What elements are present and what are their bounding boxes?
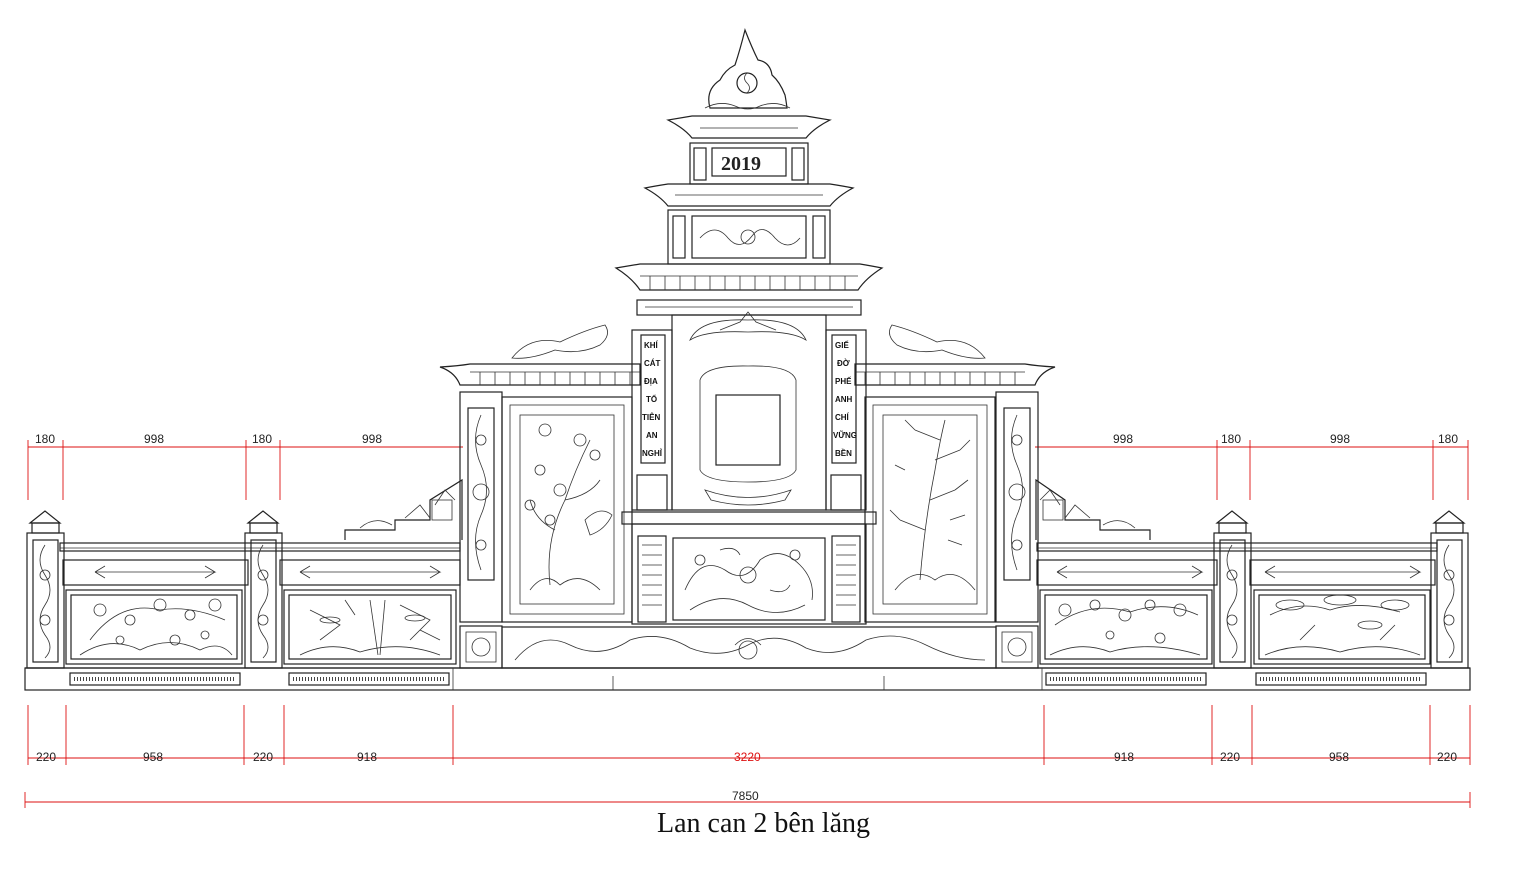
couplet-left-1: KHÍ: [644, 341, 659, 350]
ground-base: [24, 667, 1471, 691]
dim-top-2: 998: [144, 432, 164, 446]
blank-stele-plaque: [699, 365, 797, 483]
couplet-left-7: NGHỈ: [642, 449, 663, 458]
couplet-right-6: VỮNG: [833, 431, 857, 440]
couplet-right-1: GIẾ: [835, 340, 849, 350]
couplet-left-6: AN: [646, 431, 658, 440]
dragon-relief-panel: [684, 547, 813, 613]
dim-bottom-7: 220: [1220, 750, 1240, 764]
dim-top-1: 180: [35, 432, 55, 446]
flower-relief-panel-right: [1049, 599, 1201, 656]
dim-bottom-5: 3220: [734, 750, 761, 764]
dim-top-6: 180: [1221, 432, 1241, 446]
couplet-left-2: CÁT: [644, 359, 661, 368]
drawing-caption: Lan can 2 bên lăng: [656, 808, 871, 839]
dim-top-7: 998: [1330, 432, 1350, 446]
post-2: [244, 510, 283, 669]
top-dimension-lines: 180 998 180 998 998 180 998 180: [27, 432, 1469, 500]
dim-total: 7850: [732, 789, 759, 803]
dim-bottom-8: 958: [1329, 750, 1349, 764]
couplet-right-2: ĐỜ: [837, 359, 850, 368]
plum-blossom-bird-panel: [524, 423, 613, 591]
couplet-left-4: TỔ: [646, 395, 657, 404]
dim-bottom-2: 958: [143, 750, 163, 764]
dim-bottom-4: 918: [357, 750, 377, 764]
bamboo-panel: [889, 419, 976, 591]
couplet-right-5: CHÍ: [835, 413, 850, 422]
couplet-left-3: ĐỊA: [644, 377, 658, 386]
post-4: [1430, 510, 1469, 669]
dim-top-5: 998: [1113, 432, 1133, 446]
flame-finial: [708, 28, 788, 109]
dim-top-4: 998: [362, 432, 382, 446]
couplet-right-4: ANH: [835, 395, 853, 404]
dim-top-3: 180: [252, 432, 272, 446]
dim-bottom-3: 220: [253, 750, 273, 764]
dim-bottom-6: 918: [1114, 750, 1134, 764]
pine-relief-panel-right: [1264, 594, 1421, 656]
flower-relief-panel-left: [79, 598, 233, 656]
bottom-dimension-lines: 220 958 220 918 3220 918 220 958 220 785…: [24, 705, 1471, 808]
right-railing: [1035, 478, 1469, 669]
post-1: [26, 510, 65, 669]
dim-bottom-1: 220: [36, 750, 56, 764]
bamboo-relief-panel-left: [299, 599, 441, 656]
post-3: [1213, 510, 1252, 669]
dim-bottom-9: 220: [1437, 750, 1457, 764]
dim-top-8: 180: [1438, 432, 1458, 446]
left-railing: [26, 478, 463, 669]
year-plaque-text: 2019: [721, 153, 761, 175]
central-gate: KHÍ CÁT ĐỊA TỔ TIÊN AN NGHỈ GIẾ ĐỜ PHẾ A…: [439, 28, 1056, 669]
couplet-right-3: PHẾ: [835, 376, 852, 386]
couplet-right-7: BỀN: [835, 448, 852, 458]
couplet-left-5: TIÊN: [642, 413, 660, 422]
